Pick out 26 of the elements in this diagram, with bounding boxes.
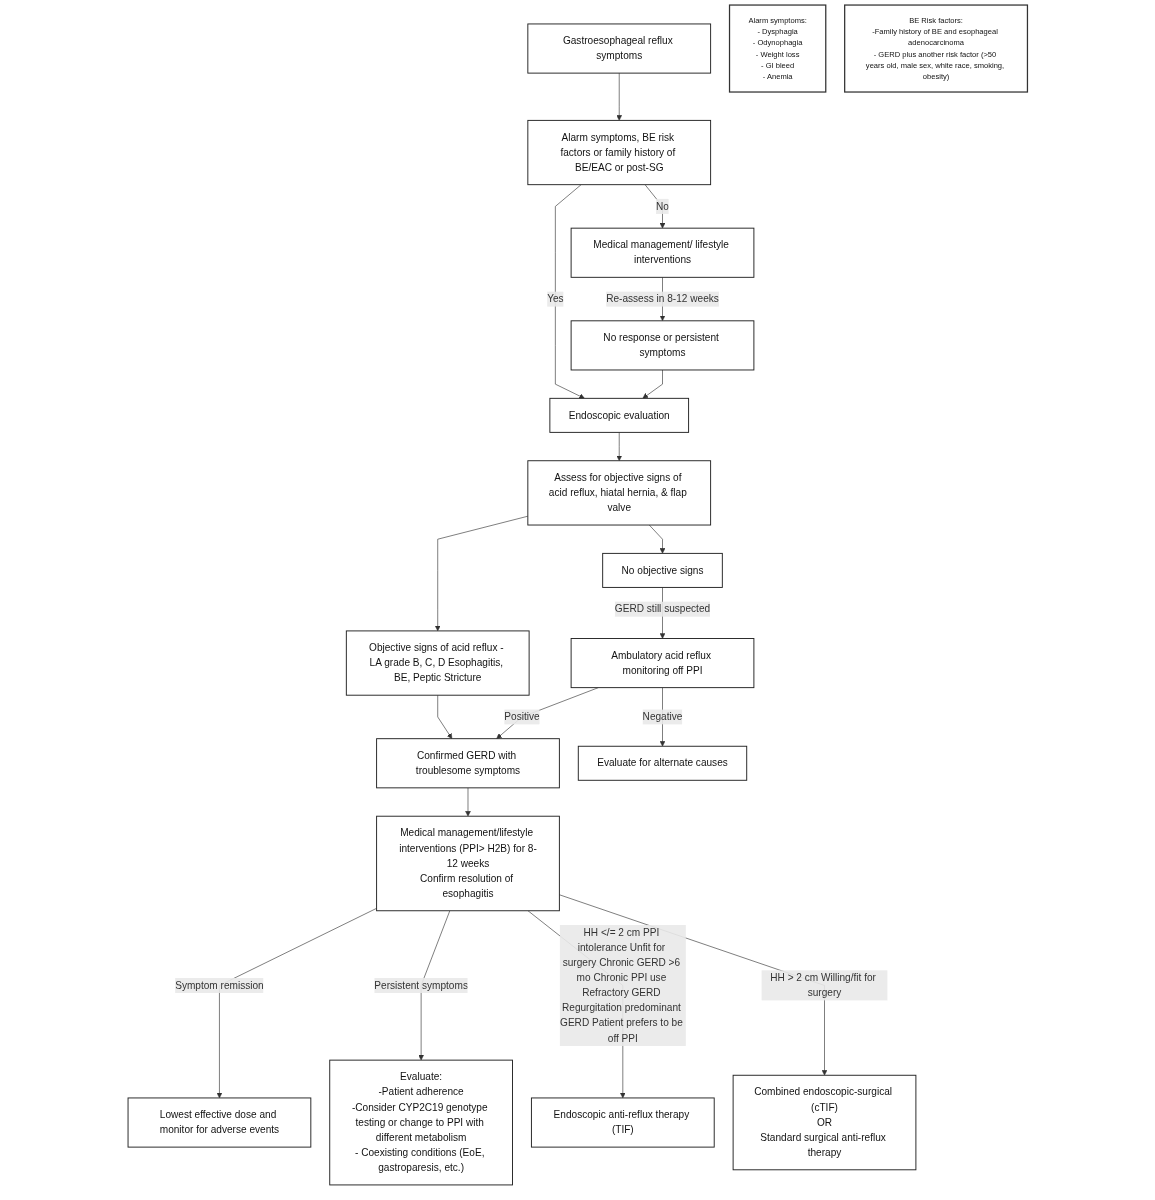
node-box: Gastroesophageal reflux symptoms (527, 23, 711, 74)
edge-label: GERD still suspected (614, 603, 710, 615)
edge-label: No (655, 200, 669, 212)
edge-label: Yes (546, 293, 564, 305)
node-box: No response or persistent symptoms (570, 320, 755, 371)
edge-label: HH > 2 cm Willing/fit for surgery (770, 972, 876, 999)
node-box: Objective signs of acid reflux - LA grade B, C, D Esophagitis, BE, Peptic Stricture (345, 630, 530, 696)
node-box: Alarm symptoms, BE risk factors or family history of BE/EAC or post-SG (527, 119, 711, 186)
edge-label: Positive (504, 711, 540, 722)
node-box: Medical management/ lifestyle interventions (570, 227, 755, 278)
node-box: Evaluate: -Patient adherence -Consider CYP2C19 genotype testing or change to PPI with different metabolism - Coexisting conditions (EoE, gastroparesis, etc.) (329, 1059, 513, 1186)
edge-label: HH </= 2 cm PPI intolerance Unfit for surgery Chronic GERD >6 mo Chronic PPI use Refractory GERD Regurgitation predominant GERD Patient prefers to be off PPI (559, 926, 683, 1044)
edge-label: Negative (642, 711, 683, 722)
node-box: Lowest effective dose and monitor for adverse events (127, 1097, 312, 1148)
edge-label: Symptom remission (174, 979, 264, 991)
node-box: Ambulatory acid reflux monitoring off PPI (570, 638, 755, 689)
edge-label: Re-assess in 8-12 weeks (605, 293, 719, 305)
node-box: Endoscopic evaluation (549, 397, 689, 433)
edge-label: Persistent symptoms (374, 979, 468, 991)
node-box: Medical management/lifestyle interventions (PPI> H2B) for 8-12 weeks Confirm resolution of esophagitis (375, 815, 560, 912)
node-box: Combined endoscopic-surgical (cTIF) OR Standard surgical anti-reflux therapy (732, 1074, 917, 1171)
node-box: Endoscopic anti-reflux therapy (TIF) (530, 1097, 715, 1148)
node-box: No objective signs (601, 552, 723, 588)
node-box: Assess for objective signs of acid reflux, hiatal hernia, & flap valve (527, 460, 711, 526)
node-box: Confirmed GERD with troublesome symptoms (375, 738, 560, 789)
node-box: Evaluate for alternate causes (577, 745, 747, 781)
